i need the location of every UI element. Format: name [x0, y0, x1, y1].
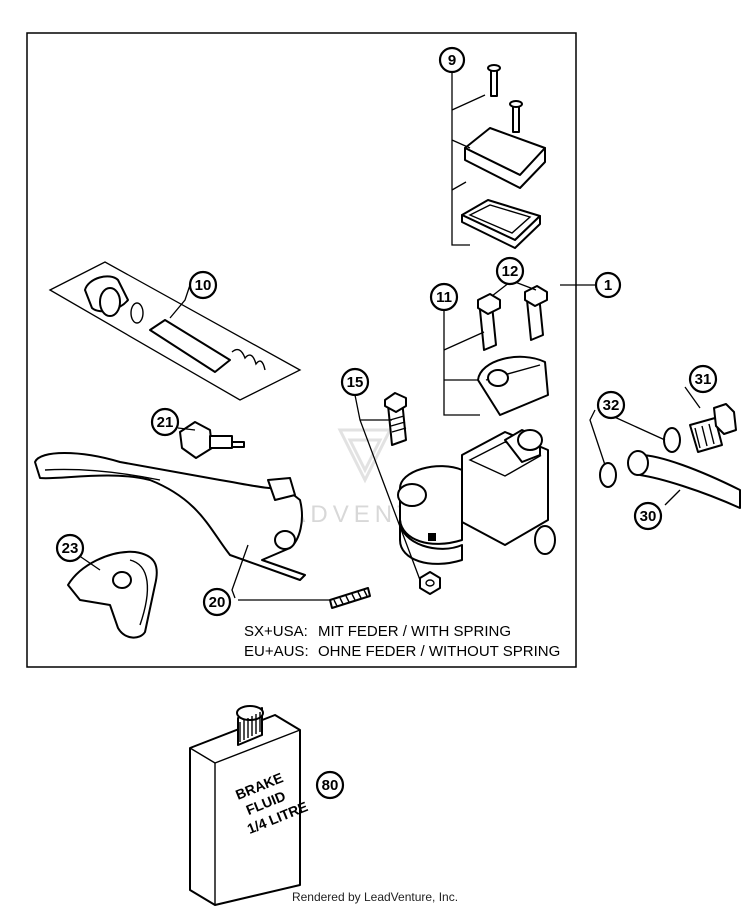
svg-text:31: 31: [695, 371, 712, 388]
callout-1: 1: [594, 271, 622, 299]
callout-31: 31: [688, 364, 718, 394]
svg-text:10: 10: [195, 277, 212, 294]
svg-text:9: 9: [448, 52, 456, 69]
note-region-2: EU+AUS:: [244, 643, 309, 660]
render-credit: Rendered by LeadVenture, Inc.: [291, 890, 459, 904]
callout-32: 32: [596, 390, 626, 420]
svg-text:1: 1: [604, 277, 612, 294]
callout-80: 80: [315, 770, 345, 800]
part-30-32-brake-line[interactable]: [589, 386, 741, 509]
assembly-frame: [26, 32, 577, 668]
callout-10: 10: [188, 270, 218, 300]
part-20-lever[interactable]: [34, 452, 371, 609]
callout-30: 30: [633, 501, 663, 531]
callout-23: 23: [55, 533, 85, 563]
callout-15: 15: [340, 367, 370, 397]
part-23-lever-guard[interactable]: [67, 550, 158, 639]
note-text-2: OHNE FEDER / WITHOUT SPRING: [318, 643, 560, 660]
svg-text:11: 11: [436, 289, 452, 306]
callout-20: 20: [202, 587, 232, 617]
svg-text:80: 80: [322, 777, 339, 794]
part-15-pivot-bolt[interactable]: [354, 392, 441, 595]
note-text-1: MIT FEDER / WITH SPRING: [318, 623, 511, 640]
part-21-adjuster[interactable]: [177, 421, 245, 459]
callout-9: 9: [438, 46, 466, 74]
part-1-master-cylinder[interactable]: [397, 284, 595, 565]
callout-11: 11: [429, 282, 459, 312]
callout-21: 21: [150, 407, 180, 437]
part-11-12-clamp-bolts[interactable]: [443, 281, 549, 416]
part-10-piston-kit[interactable]: [48, 261, 302, 401]
svg-text:32: 32: [603, 397, 620, 414]
variant-notes: SX+USA: MIT FEDER / WITH SPRING EU+AUS: …: [244, 623, 560, 660]
part-9-reservoir-cover[interactable]: [451, 60, 546, 249]
svg-text:23: 23: [62, 540, 79, 557]
svg-text:30: 30: [640, 508, 657, 525]
svg-text:12: 12: [502, 263, 519, 280]
svg-text:20: 20: [209, 594, 226, 611]
svg-text:21: 21: [157, 414, 174, 431]
note-region-1: SX+USA:: [244, 623, 308, 640]
svg-text:15: 15: [347, 374, 364, 391]
part-80-brake-fluid[interactable]: BRAKE FLUID 1/4 LITRE: [189, 705, 310, 906]
callout-12: 12: [495, 256, 525, 286]
